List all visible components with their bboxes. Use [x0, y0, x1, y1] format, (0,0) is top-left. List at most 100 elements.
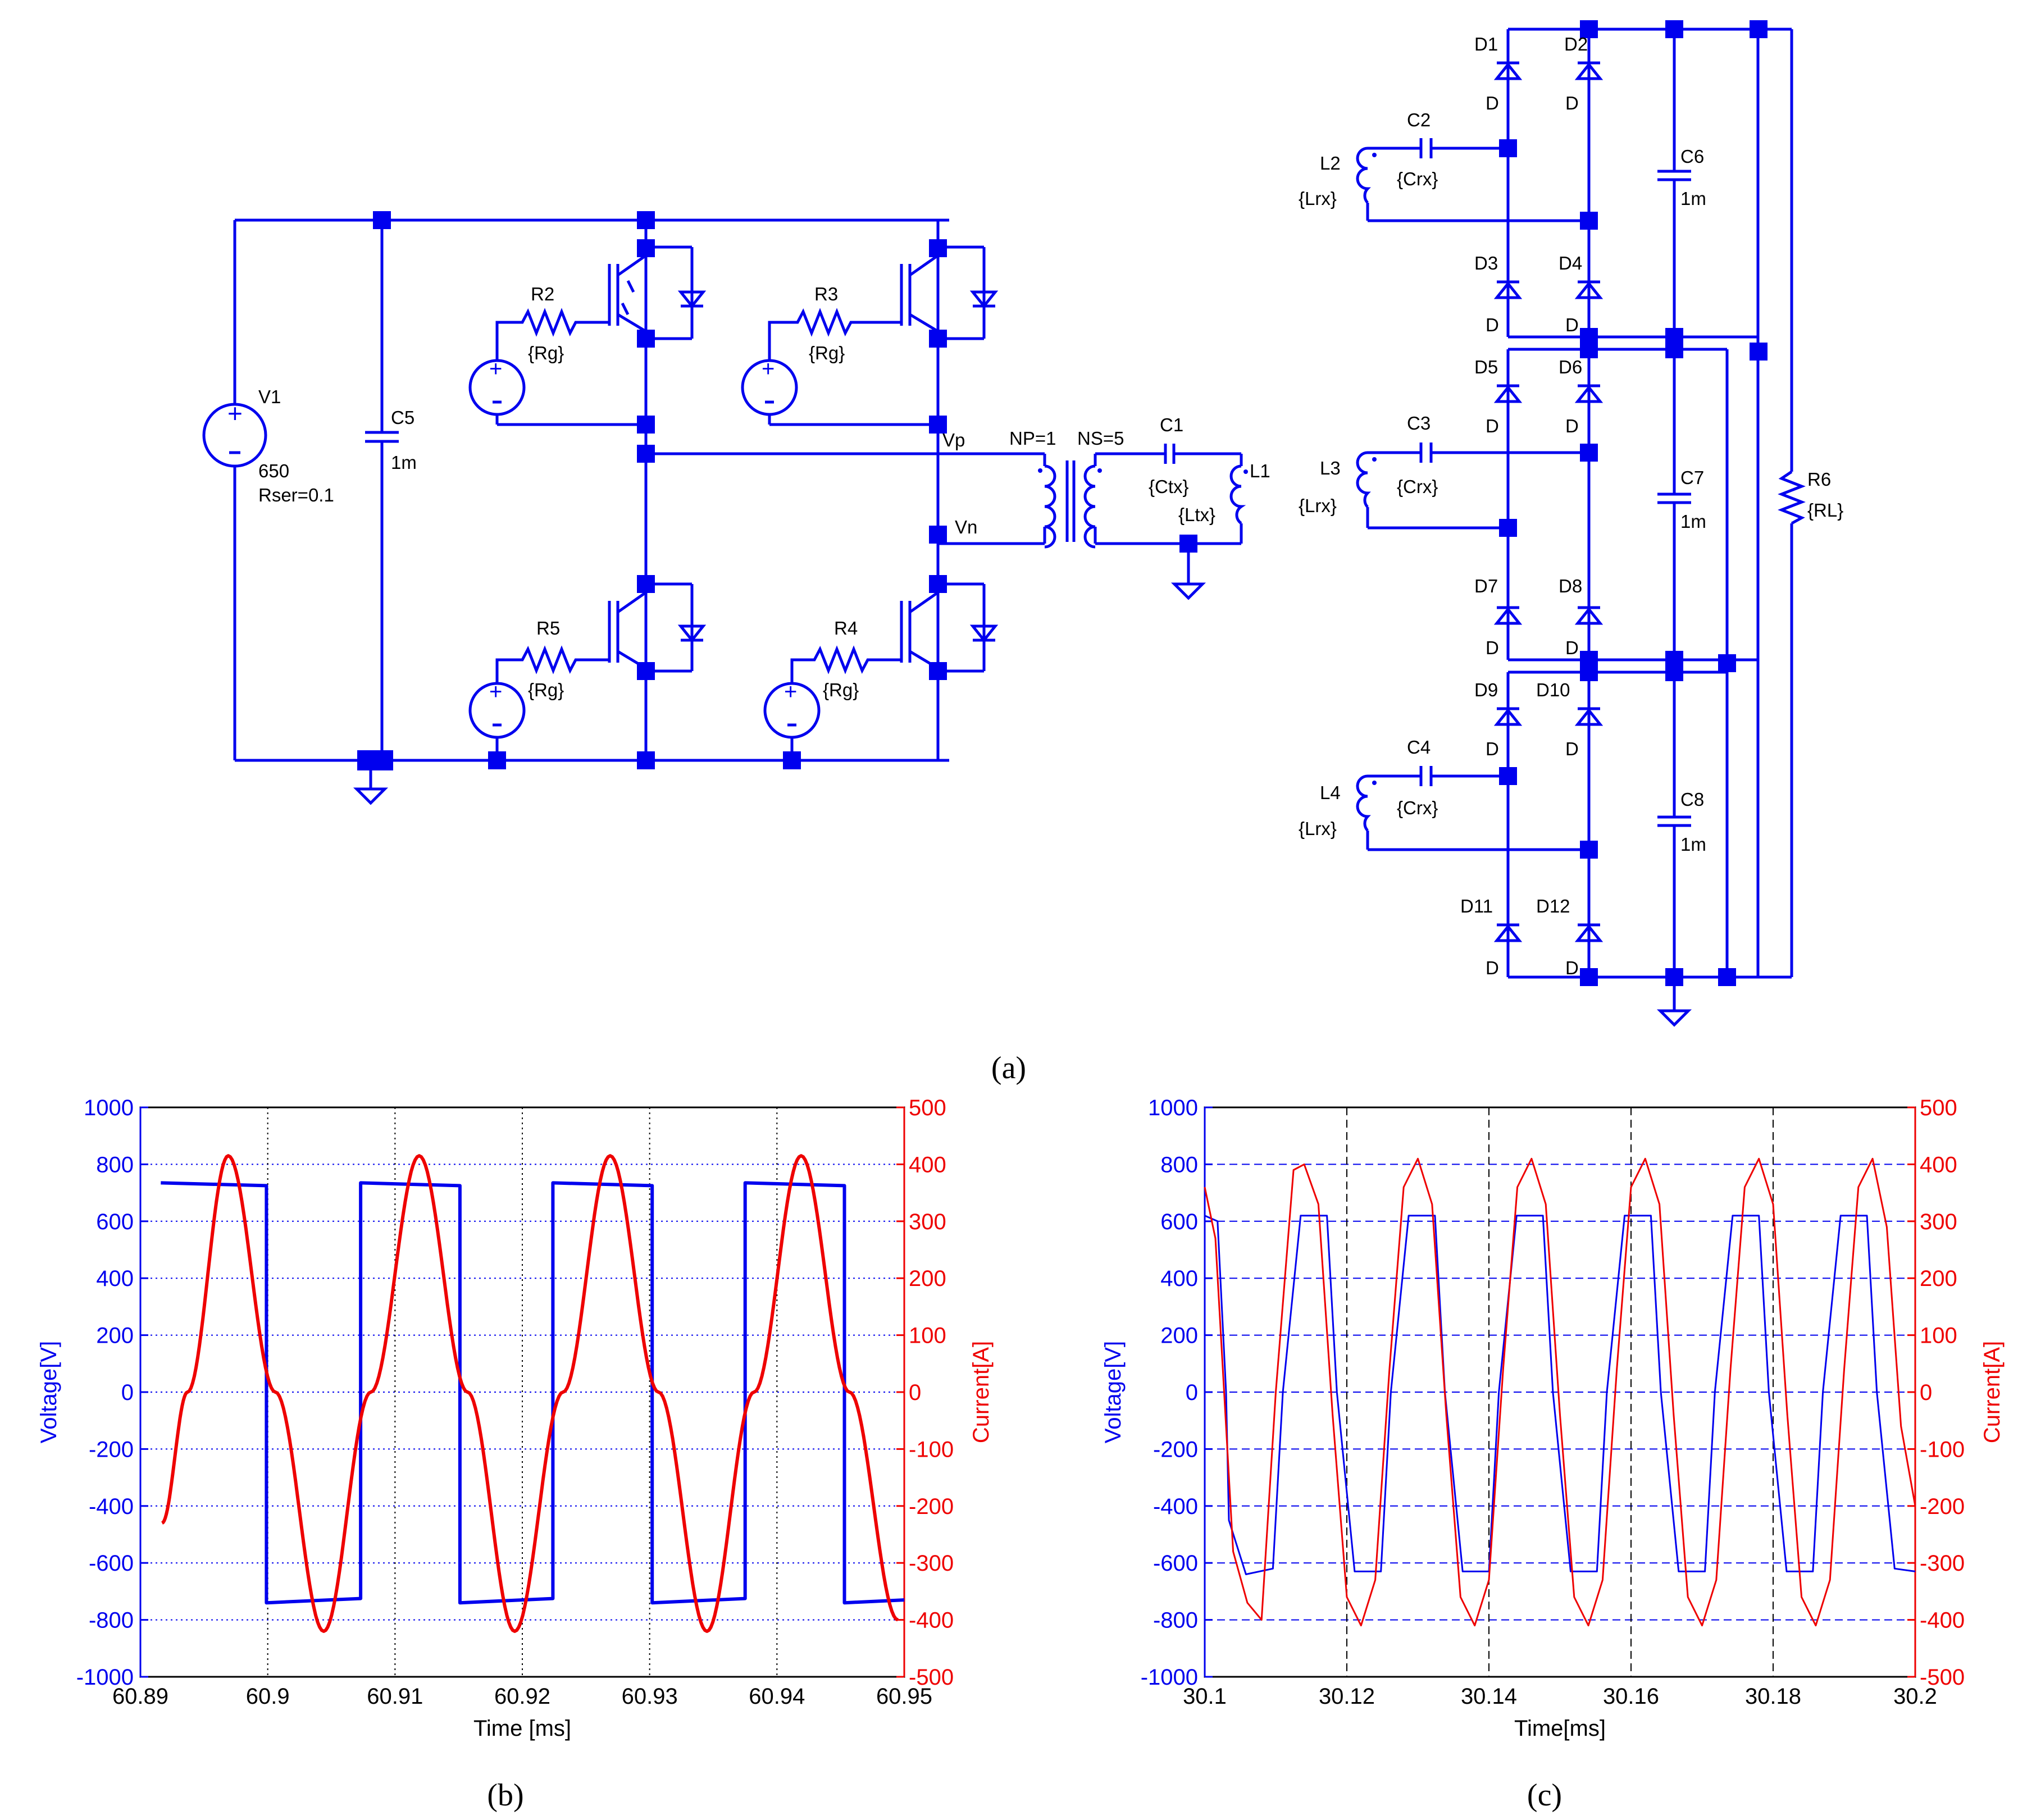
- np-label: NP=1: [1009, 428, 1056, 449]
- diode-d2: [1574, 61, 1604, 80]
- dc-source-v1: + V1 650 Rser=0.1: [202, 220, 334, 760]
- x-tick-label: 30.16: [1603, 1684, 1659, 1709]
- diode-d4: [1574, 280, 1604, 299]
- y-left-tick-label: 1000: [84, 1096, 134, 1120]
- y-left-tick-label: -800: [1153, 1608, 1198, 1633]
- voltage-series-line: [161, 1181, 905, 1605]
- y-right-tick-label: 100: [1920, 1324, 1957, 1348]
- igbt-switch-bottom-left: [608, 582, 707, 673]
- d9-label: D9: [1474, 679, 1498, 700]
- diode-d11: [1493, 923, 1523, 942]
- d10-label: D10: [1536, 679, 1570, 700]
- rectifier-network: D1 D2 D D D3 D4 D D: [1299, 20, 1843, 1027]
- y-right-tick-label: -100: [909, 1437, 954, 1462]
- diode-d5: [1493, 384, 1523, 403]
- l3-label: L3: [1320, 458, 1341, 478]
- c1-label: C1: [1160, 414, 1183, 435]
- y-right-tick-label: -100: [1920, 1437, 1965, 1462]
- y-left-tick-label: -1000: [1141, 1665, 1198, 1690]
- c7-value: 1m: [1680, 511, 1706, 532]
- y-right-tick-label: -400: [909, 1608, 954, 1633]
- y-right-tick-label: 0: [909, 1380, 921, 1405]
- x-tick-label: 30.14: [1461, 1684, 1517, 1709]
- y-left-tick-label: -400: [89, 1494, 134, 1519]
- y-right-tick-label: -400: [1920, 1608, 1965, 1633]
- y-left-tick-label: -600: [89, 1551, 134, 1576]
- y-right-tick-label: 0: [1920, 1380, 1932, 1405]
- resistor-r6: R6 {RL}: [1778, 455, 1843, 977]
- svg-text:+: +: [489, 679, 502, 704]
- y-right-tick-label: 400: [1920, 1152, 1957, 1177]
- y-left-tick-label: -1000: [76, 1665, 134, 1690]
- gate-driver-r2: + R2 {Rg}: [468, 284, 646, 426]
- y-right-tick-label: -300: [909, 1551, 954, 1576]
- l1-label: L1: [1250, 460, 1270, 481]
- lrx-label: {Lrx}: [1299, 495, 1337, 516]
- r3-value: {Rg}: [809, 343, 845, 363]
- diode-d3: [1493, 280, 1523, 299]
- c4-label: C4: [1407, 737, 1431, 758]
- x-tick-label: 30.18: [1745, 1684, 1801, 1709]
- diode-d7: [1493, 606, 1523, 625]
- d-model-label: D: [1486, 416, 1499, 436]
- c7-label: C7: [1680, 467, 1704, 488]
- circuit-schematic: + V1 650 Rser=0.1 C5 1m: [202, 20, 1843, 1027]
- transformer: NP=1 NS=5: [1009, 428, 1124, 549]
- d3-label: D3: [1474, 253, 1498, 273]
- current-series-line: [1204, 1157, 1916, 1627]
- x-tick-label: 60.91: [367, 1684, 423, 1709]
- diode-d6: [1574, 384, 1604, 403]
- capacitor-c5: C5 1m: [365, 220, 417, 760]
- diode-d1: [1493, 61, 1523, 80]
- c8-value: 1m: [1680, 834, 1706, 855]
- d8-label: D8: [1559, 576, 1582, 596]
- igbt-switch-bottom-right: [900, 582, 999, 673]
- d6-label: D6: [1559, 357, 1582, 377]
- d-model-label: D: [1486, 93, 1499, 113]
- y-right-tick-label: 200: [1920, 1266, 1957, 1291]
- c8-label: C8: [1680, 789, 1704, 810]
- d-model-label: D: [1486, 314, 1499, 335]
- y-right-tick-label: 300: [909, 1210, 946, 1234]
- d2-label: D2: [1564, 34, 1588, 54]
- diode-d12: [1574, 923, 1604, 942]
- ground-symbol-secondary: [1170, 553, 1206, 600]
- l4-label: L4: [1320, 782, 1341, 803]
- l2-label: L2: [1320, 153, 1341, 174]
- y-right-tick-label: 300: [1920, 1210, 1957, 1234]
- x-tick-label: 60.94: [749, 1684, 805, 1709]
- crx-label: {Crx}: [1397, 168, 1438, 189]
- y-left-tick-label: -400: [1153, 1494, 1198, 1519]
- y-left-axis-title: Voltage[V]: [37, 1341, 61, 1443]
- d-model-label: D: [1565, 416, 1579, 436]
- y-left-tick-label: 800: [1160, 1152, 1198, 1177]
- d5-label: D5: [1474, 357, 1498, 377]
- v1-rser: Rser=0.1: [258, 485, 334, 505]
- y-right-tick-label: -300: [1920, 1551, 1965, 1576]
- d-model-label: D: [1565, 93, 1579, 113]
- ltx-label: {Ltx}: [1178, 504, 1215, 525]
- lrx-label: {Lrx}: [1299, 818, 1337, 839]
- current-series-line: [161, 1154, 899, 1633]
- panel-c-caption: (c): [1527, 1778, 1562, 1813]
- d-model-label: D: [1486, 637, 1499, 658]
- gate-driver-r4: + R4 {Rg}: [763, 618, 901, 760]
- x-tick-label: 60.93: [622, 1684, 678, 1709]
- panel-a-caption: (a): [991, 1051, 1026, 1085]
- igbt-switch-top-right: [900, 245, 999, 340]
- gate-driver-r3: + R3 {Rg}: [741, 284, 938, 426]
- y-left-axis-title: Voltage[V]: [1101, 1341, 1126, 1443]
- rl-label: {RL}: [1807, 500, 1843, 521]
- y-right-tick-label: 400: [909, 1152, 946, 1177]
- d-model-label: D: [1565, 637, 1579, 658]
- y-right-axis-title: Current[A]: [1980, 1341, 2005, 1443]
- lrx-label: {Lrx}: [1299, 188, 1337, 209]
- y-left-tick-label: 0: [1186, 1380, 1198, 1405]
- y-left-tick-label: 600: [1160, 1210, 1198, 1234]
- diode-d9: [1493, 707, 1523, 726]
- y-right-tick-label: -500: [909, 1665, 954, 1690]
- y-right-axis-title: Current[A]: [969, 1341, 994, 1443]
- y-left-tick-label: -800: [89, 1608, 134, 1633]
- x-tick-label: 60.95: [876, 1684, 932, 1709]
